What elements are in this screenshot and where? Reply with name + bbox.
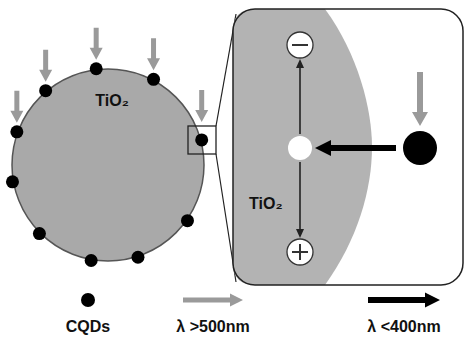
plus-sign <box>299 244 301 260</box>
electron-symbol <box>287 32 313 58</box>
legend-label: CQDs <box>66 318 110 336</box>
light-arrow <box>10 91 23 123</box>
light-arrow <box>39 50 52 82</box>
cqd-dot-large <box>403 131 437 165</box>
light-arrow <box>147 38 160 70</box>
particle-outline <box>12 69 204 261</box>
legend-label: λ >500nm <box>176 318 249 336</box>
zoom-panel <box>233 9 463 285</box>
cqd-dot <box>6 175 19 188</box>
excitation-site <box>288 136 312 160</box>
legend-arrow <box>183 294 243 307</box>
cqd-dot <box>195 133 208 146</box>
material-label: TiO₂ <box>95 92 128 110</box>
cqd-dot <box>181 214 194 227</box>
light-arrow <box>195 90 208 122</box>
cqd-dot <box>131 251 144 264</box>
hole-symbol <box>287 239 313 265</box>
minus-sign <box>292 44 308 46</box>
cqd-dot <box>147 73 160 86</box>
cqd-dot <box>90 62 103 75</box>
cqd-dot <box>33 227 46 240</box>
cqd-dot <box>85 254 98 267</box>
material-label: TiO₂ <box>249 195 282 213</box>
legend-label: λ <400nm <box>367 318 440 336</box>
legend-arrow <box>368 293 440 308</box>
light-arrow <box>412 72 428 126</box>
legend-dot <box>81 293 95 307</box>
cqd-dot <box>39 84 52 97</box>
cqd-dot <box>10 125 23 138</box>
region-fill <box>233 9 372 285</box>
light-arrow <box>90 28 103 60</box>
zoom-panel-border <box>233 9 463 285</box>
